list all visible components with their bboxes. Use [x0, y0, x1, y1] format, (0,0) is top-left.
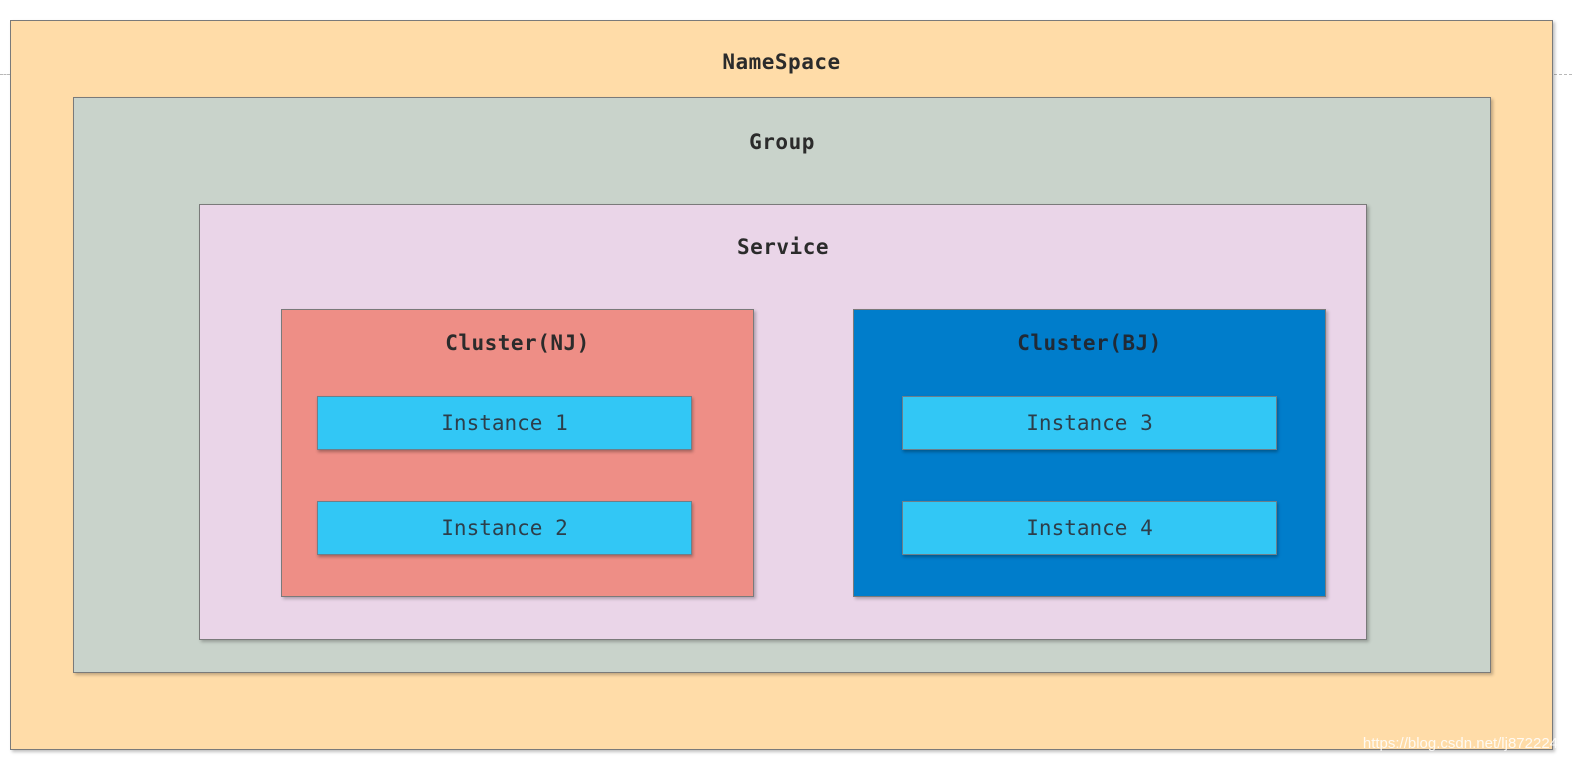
- namespace-label: NameSpace: [722, 50, 841, 74]
- dashed-guide-right: [1554, 74, 1572, 75]
- dashed-guide-left: [0, 74, 10, 75]
- cluster-nj-label: Cluster(NJ): [445, 331, 590, 355]
- instance-3-box: Instance 3: [902, 396, 1277, 450]
- cluster-bj-box: Cluster(BJ) Instance 3 Instance 4: [853, 309, 1326, 597]
- instance-1-box: Instance 1: [317, 396, 692, 450]
- namespace-box: NameSpace Group Service Cluster(NJ) Inst…: [10, 20, 1553, 750]
- group-label: Group: [749, 130, 815, 154]
- group-box: Group Service Cluster(NJ) Instance 1 Ins…: [73, 97, 1491, 673]
- instance-2-box: Instance 2: [317, 501, 692, 555]
- watermark-text: https://blog.csdn.net/lj872224: [1362, 735, 1558, 752]
- instance-4-box: Instance 4: [902, 501, 1277, 555]
- cluster-nj-box: Cluster(NJ) Instance 1 Instance 2: [281, 309, 754, 597]
- service-box: Service Cluster(NJ) Instance 1 Instance …: [199, 204, 1367, 640]
- cluster-bj-label: Cluster(BJ): [1017, 331, 1162, 355]
- service-label: Service: [736, 235, 829, 259]
